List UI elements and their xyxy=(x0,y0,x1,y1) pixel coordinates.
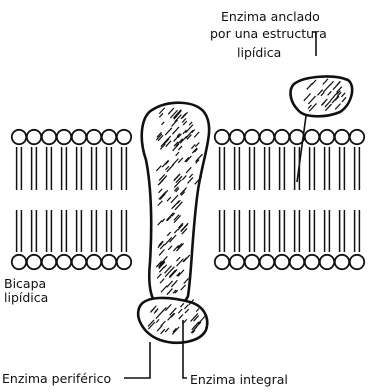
outer-lipid-head xyxy=(27,130,41,144)
inner-lipid-head xyxy=(87,255,101,269)
outer-lipid-head xyxy=(215,130,229,144)
peripheral-enzyme xyxy=(138,298,207,343)
inner-lipid-head xyxy=(72,255,86,269)
inner-lipid-head xyxy=(260,255,274,269)
bilayer-label-line2: lipídica xyxy=(4,290,48,305)
anchored-enzyme-label-line3: lipídica xyxy=(237,45,281,60)
inner-lipid-head xyxy=(230,255,244,269)
inner-lipid-head xyxy=(27,255,41,269)
inner-lipid-head xyxy=(117,255,131,269)
inner-lipid-head xyxy=(290,255,304,269)
outer-lipid-head xyxy=(245,130,259,144)
outer-lipid-head xyxy=(72,130,86,144)
peripheral-enzyme-label: Enzima periférico xyxy=(2,371,111,386)
outer-lipid-head xyxy=(335,130,349,144)
outer-lipid-head xyxy=(260,130,274,144)
inner-lipid-head xyxy=(245,255,259,269)
inner-lipid-head xyxy=(57,255,71,269)
inner-lipid-head xyxy=(12,255,26,269)
outer-lipid-head xyxy=(12,130,26,144)
inner-lipid-head xyxy=(305,255,319,269)
inner-lipid-head xyxy=(350,255,364,269)
inner-lipid-head xyxy=(42,255,56,269)
inner-lipid-head xyxy=(320,255,334,269)
outer-lipid-head xyxy=(305,130,319,144)
outer-lipid-head xyxy=(320,130,334,144)
outer-lipid-head xyxy=(102,130,116,144)
inner-lipid-head xyxy=(102,255,116,269)
outer-lipid-head xyxy=(117,130,131,144)
outer-lipid-head xyxy=(350,130,364,144)
outer-lipid-head xyxy=(230,130,244,144)
integral-enzyme xyxy=(142,103,209,307)
outer-lipid-head xyxy=(275,130,289,144)
integral-enzyme-label: Enzima integral xyxy=(190,372,288,387)
anchored-enzyme-label-line1: Enzima anclado xyxy=(221,9,320,24)
inner-lipid-head xyxy=(275,255,289,269)
outer-lipid-head xyxy=(57,130,71,144)
lipid-anchor-chain xyxy=(297,116,306,182)
bilayer-label-line1: Bicapa xyxy=(4,276,46,291)
anchored-enzyme-label-line2: por una estructura xyxy=(210,26,327,41)
outer-lipid-head xyxy=(42,130,56,144)
inner-lipid-head xyxy=(215,255,229,269)
outer-lipid-head xyxy=(87,130,101,144)
peripheral-leader-line xyxy=(124,342,150,378)
inner-lipid-head xyxy=(335,255,349,269)
